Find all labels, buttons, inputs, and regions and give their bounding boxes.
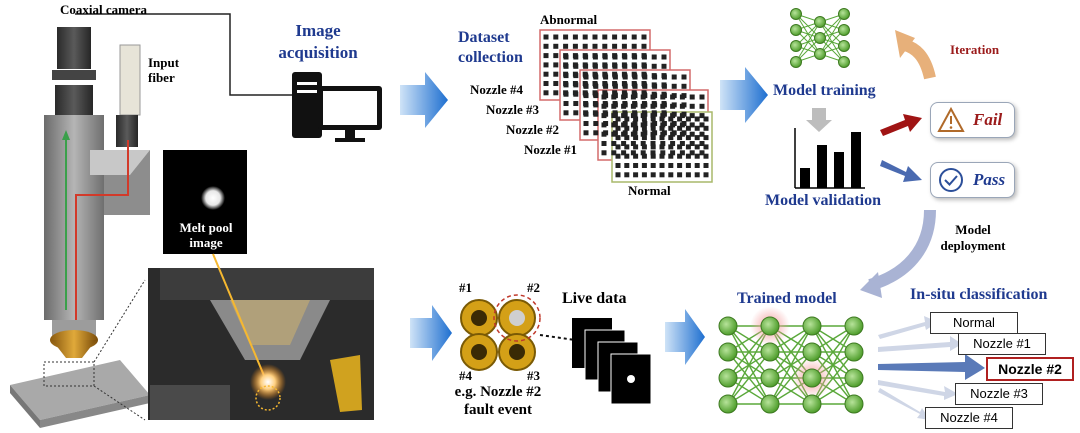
live-data-label: Live data — [562, 290, 627, 307]
result-normal: Normal — [930, 312, 1018, 334]
image-acquisition-title: Image acquisition — [278, 21, 358, 62]
nozzle-3-label: Nozzle #3 — [486, 102, 540, 117]
fail-label: Fail — [973, 110, 1003, 129]
pass-label: Pass — [973, 170, 1006, 189]
nozzle-pos-1: #1 — [459, 280, 472, 295]
in-situ-classification-title: In-situ classification — [910, 286, 1048, 303]
result-nozzle-3: Nozzle #3 — [955, 383, 1043, 405]
classification-arrows — [878, 316, 985, 420]
abnormal-label: Abnormal — [540, 12, 598, 27]
normal-label: Normal — [628, 183, 671, 198]
nozzle-2-label: Nozzle #2 — [506, 122, 560, 137]
result-nozzle-2-selected: Nozzle #2 — [986, 357, 1074, 381]
warning-icon — [937, 106, 965, 132]
iteration-label: Iteration — [950, 42, 1000, 57]
result-nozzle-4: Nozzle #4 — [925, 407, 1013, 429]
check-circle-icon — [939, 168, 963, 192]
model-validation-label: Model validation — [765, 192, 882, 209]
nozzle-pos-4: #4 — [459, 368, 472, 383]
pass-status: Pass — [930, 162, 1015, 198]
live-data-frames — [572, 318, 652, 405]
fail-status: Fail — [930, 102, 1015, 138]
model-training-label: Model training — [773, 82, 876, 99]
fault-event-label: e.g. Nozzle #2 fault event — [454, 384, 542, 418]
nozzle-pos-3: #3 — [527, 368, 540, 383]
result-nozzle-1: Nozzle #1 — [958, 333, 1046, 355]
nozzle-cluster — [460, 294, 541, 371]
dataset-collection-title: Dataset collection — [458, 29, 523, 66]
nozzle-4-label: Nozzle #4 — [470, 82, 524, 97]
melt-pool-image-label: Melt pool image — [179, 220, 233, 250]
coaxial-camera-label: Coaxial camera — [60, 2, 148, 17]
input-fiber-label: Input fiber — [148, 55, 180, 85]
nozzle-pos-2: #2 — [527, 280, 540, 295]
model-deployment-label: Model deployment — [940, 222, 1006, 253]
nozzle-1-label: Nozzle #1 — [524, 142, 578, 157]
trained-model-title: Trained model — [737, 290, 837, 307]
